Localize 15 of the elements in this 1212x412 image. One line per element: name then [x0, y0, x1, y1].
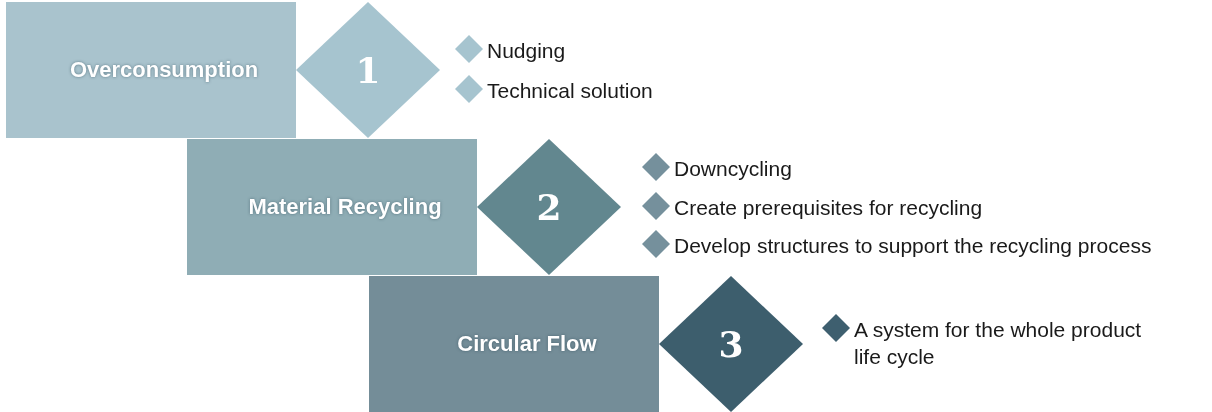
step-band — [187, 139, 477, 275]
list-item-text: Technical solution — [487, 78, 653, 104]
step-title: Material Recycling — [247, 194, 443, 220]
list-item-text: Downcycling — [674, 156, 792, 182]
step-title: Circular Flow — [456, 331, 598, 357]
step-title: Overconsumption — [68, 57, 260, 83]
step-number: 1 — [354, 52, 382, 88]
step-number: 2 — [535, 189, 563, 225]
list-item-text: Nudging — [487, 38, 566, 64]
step-band — [6, 2, 296, 138]
step-band — [369, 276, 659, 412]
list-item-text: Develop structures to support the recycling process — [674, 233, 1152, 259]
list-item-text: A system for the whole product life cycle — [854, 317, 1143, 370]
step-number: 3 — [717, 326, 745, 362]
list-item-text: Create prerequisites for recycling — [674, 195, 983, 221]
